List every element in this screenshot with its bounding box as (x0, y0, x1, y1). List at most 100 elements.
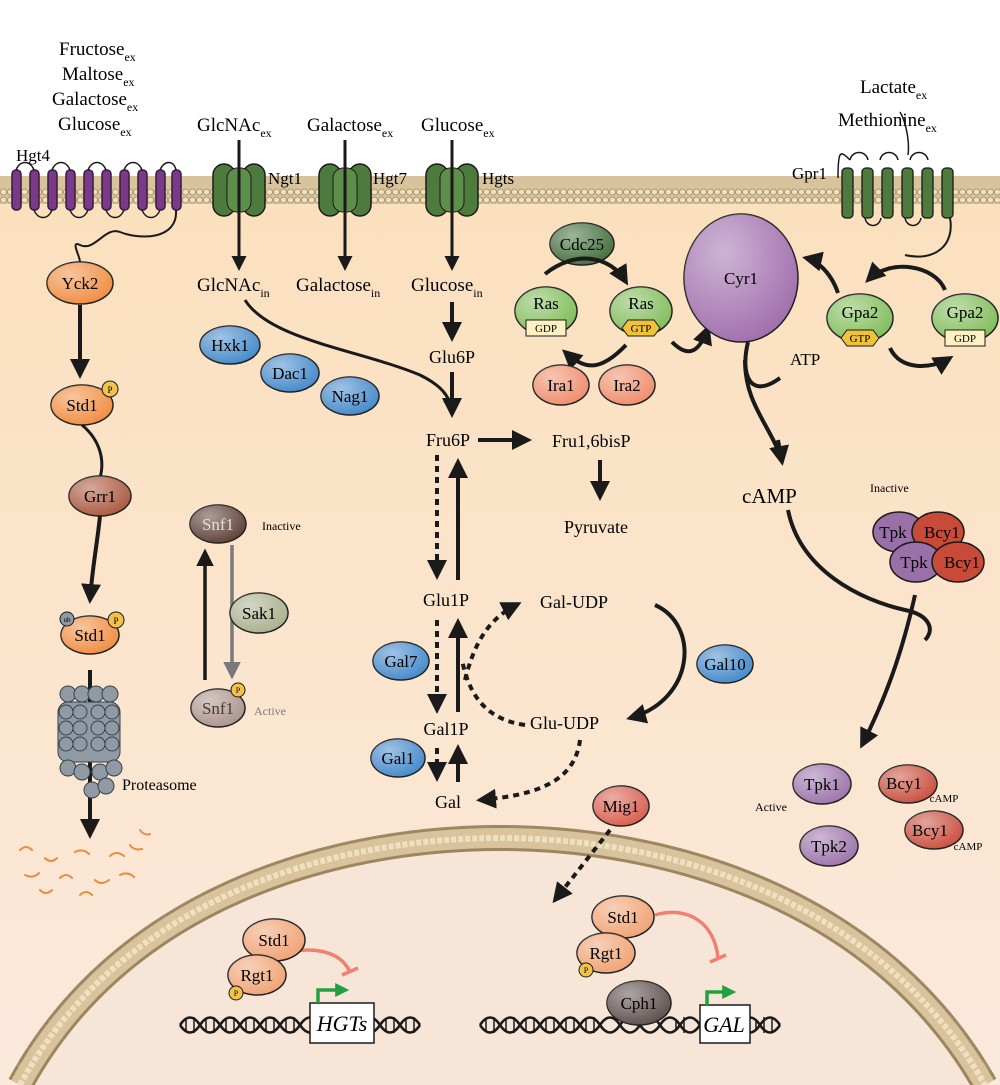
tpk-label-1: Tpk (879, 523, 907, 542)
gal-gene-box (699, 1004, 751, 1044)
yck2-label: Yck2 (62, 274, 99, 293)
arrow-gal1p-galudp (463, 602, 522, 681)
hxk1-label: Hxk1 (211, 336, 249, 355)
arrow-camp-pka (786, 509, 932, 642)
std1-nuclear-gal: Std1 (591, 895, 655, 939)
ras-gtp-protein: Ras GTP (609, 286, 673, 337)
std1-nuclear-label: Std1 (258, 931, 289, 950)
maltose-ex: Maltoseex (62, 64, 135, 89)
peptide-fragments (19, 829, 151, 896)
arrow-ras-cyr1 (670, 324, 712, 354)
hgts-dna (178, 1016, 422, 1034)
tpk-label-2: Tpk (900, 553, 928, 572)
ngt1-label: Ngt1 (268, 169, 302, 188)
cph1-protein: Cph1 (606, 980, 672, 1026)
std1-phospho-protein: Std1 P (50, 380, 119, 426)
gpr1-receptor (837, 111, 954, 258)
ub-label: ub (64, 616, 72, 624)
gal-udp: Gal-UDP (540, 592, 608, 612)
std1-grr1-link (81, 423, 104, 479)
tpk2-label: Tpk2 (811, 837, 847, 856)
bcy1-camp-label-2: Bcy1 (912, 821, 948, 840)
hgts-gene: HGTs (316, 1011, 368, 1036)
glcnac-in: GlcNAcin (197, 275, 270, 300)
gal-gene: GAL (703, 1012, 745, 1037)
hgts-gene-box (309, 1002, 375, 1044)
arrow-glcnac-fru6p (243, 299, 459, 415)
bcy1-camp-sub-2: cAMP (954, 841, 983, 853)
hgt4-substrates: Fructoseex Maltoseex Galactoseex Glucose… (52, 39, 138, 139)
gpa2-gdp-badge: GDP (954, 333, 976, 345)
galactose-in: Galactosein (296, 275, 380, 300)
bcy1-label-2: Bcy1 (944, 553, 980, 572)
snf1-label: Snf1 (202, 515, 234, 534)
gal-promoter-arrow (705, 985, 737, 1005)
arrow-galudp-gluudp (626, 603, 687, 724)
gal7-label: Gal7 (384, 652, 418, 671)
galactose-ex-hgt7: Galactoseex (307, 115, 393, 140)
rgt1-gal-label: Rgt1 (589, 944, 622, 963)
pka-active-label: Active (755, 800, 787, 814)
ira2-label: Ira2 (613, 376, 640, 395)
yck2-protein: Yck2 (46, 261, 114, 305)
gtp-badge: GTP (631, 323, 652, 335)
camp: cAMP (742, 484, 797, 508)
arrow-atp-camp (743, 341, 782, 451)
gpa2-gdp-protein: Gpa2 GDP (931, 293, 999, 347)
tpk1-protein: Tpk1 (792, 763, 852, 805)
pyruvate: Pyruvate (564, 517, 628, 537)
proteasome (57, 670, 123, 839)
atp: ATP (790, 350, 820, 369)
tpk2-protein: Tpk2 (799, 825, 859, 867)
snf1-active-state-label: Active (254, 704, 286, 718)
rgt1-hgts: Rgt1 P (227, 954, 287, 1001)
gal1-protein: Gal1 (370, 738, 426, 778)
rgt1-gal: Rgt1 P (576, 932, 636, 978)
snf1-inactive-protein: Snf1 (189, 504, 247, 544)
fructose-ex: Fructoseex (59, 39, 136, 64)
mig1-label: Mig1 (603, 797, 640, 816)
rgt1-phospho: P (234, 989, 239, 998)
sak1-label: Sak1 (242, 604, 276, 623)
arrow-ras-gtp-gdp (562, 343, 628, 371)
arrow-gpa2-cyr1 (802, 251, 840, 294)
arrow-pka-dissociation (860, 594, 917, 749)
arrow-grr1-std1ub (81, 515, 102, 604)
hgt7-label: Hgt7 (373, 169, 408, 188)
rgt1-gal-phospho: P (584, 966, 589, 975)
snf1-inactive-label: Inactive (262, 519, 301, 533)
ras-gtp-label: Ras (628, 294, 654, 313)
glucose-ex-hgts: Glucoseex (421, 115, 495, 140)
hxk1-protein: Hxk1 (199, 325, 261, 365)
cyr1-protein: Cyr1 (683, 213, 799, 343)
arrow-gpa2-activation (865, 261, 947, 291)
ira2-protein: Ira2 (598, 364, 656, 406)
sak1-protein: Sak1 (229, 592, 289, 634)
fru6p: Fru6P (426, 430, 470, 450)
gal7-protein: Gal7 (372, 641, 430, 681)
glu6p: Glu6P (429, 347, 475, 367)
std1-gal-label: Std1 (607, 908, 638, 927)
phospho-label: P (107, 385, 112, 395)
gal10-label: Gal10 (704, 655, 746, 674)
hgts-promoter-arrow (316, 983, 350, 1003)
grr1-label: Grr1 (84, 487, 116, 506)
ira1-protein: Ira1 (532, 364, 590, 406)
bcy1-label-1: Bcy1 (924, 523, 960, 542)
gal-inhibition (654, 910, 727, 964)
dac1-label: Dac1 (272, 364, 308, 383)
ras-gdp-protein: Ras GDP (514, 286, 578, 337)
snf1-active-protein: Snf1 P (190, 682, 246, 728)
phospho-label-2: P (113, 616, 118, 626)
pka-inactive-label: Inactive (870, 481, 909, 495)
bcy1-camp-label-1: Bcy1 (886, 774, 922, 793)
dac1-protein: Dac1 (260, 353, 320, 393)
snf1-active-label: Snf1 (202, 699, 234, 718)
methionine-ex: Methionineex (838, 110, 937, 135)
std1-ub-label: Std1 (74, 626, 105, 645)
hgt7-transporter (318, 163, 372, 217)
arrow-gluudp-gal (476, 739, 582, 809)
mig1-protein: Mig1 (592, 785, 650, 827)
tpk1-label: Tpk1 (804, 775, 840, 794)
